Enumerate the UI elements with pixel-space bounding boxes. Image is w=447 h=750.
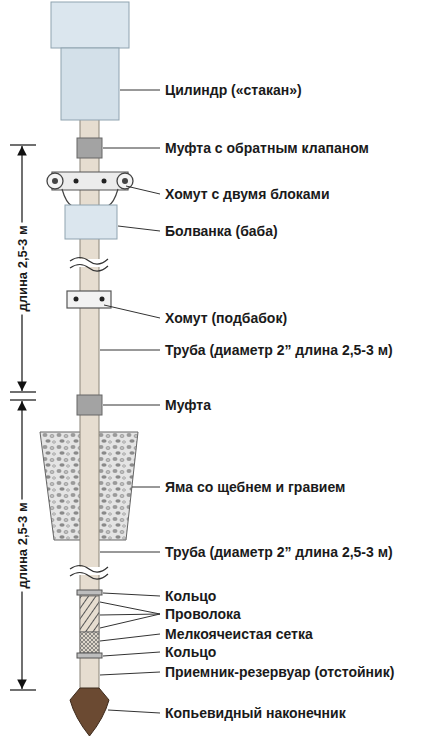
coupling bbox=[77, 395, 102, 415]
callout-label: Болванка (баба) bbox=[165, 223, 278, 239]
callout-label: Копьевидный наконечник bbox=[165, 705, 346, 721]
callout-label: Яма со щебнем и гравием bbox=[165, 479, 345, 495]
callout-label: Приемник-резервуар (отстойник) bbox=[165, 664, 394, 680]
cylinder bbox=[51, 2, 129, 120]
callout-label: Труба (диаметр 2” длина 2,5-3 м) bbox=[165, 342, 393, 358]
callout-label: Проволока bbox=[165, 606, 241, 622]
spear-tip bbox=[70, 688, 109, 736]
callout-label: Хомут с двумя блоками bbox=[165, 186, 330, 202]
callout-label: Мелкоячеистая сетка bbox=[165, 626, 313, 642]
dimension-label: длина 2,5-3 м bbox=[15, 499, 30, 591]
leader-line bbox=[100, 90, 160, 713]
callout-label: Муфта bbox=[165, 397, 211, 413]
dimension-label: длина 2,5-3 м bbox=[15, 222, 30, 314]
clamp-with-blocks bbox=[47, 172, 133, 206]
callout-label: Цилиндр («стакан») bbox=[165, 82, 302, 98]
driving-weight bbox=[65, 205, 117, 239]
coupling bbox=[77, 138, 102, 158]
callout-label: Муфта с обратным клапаном bbox=[165, 140, 369, 156]
callout-label: Кольцо bbox=[165, 644, 216, 660]
callout-label: Труба (диаметр 2” длина 2,5-3 м) bbox=[165, 544, 393, 560]
dimension-line bbox=[10, 145, 36, 690]
callout-label: Кольцо bbox=[165, 588, 216, 604]
filter bbox=[77, 590, 102, 658]
callout-label: Хомут (подбабок) bbox=[165, 310, 287, 326]
